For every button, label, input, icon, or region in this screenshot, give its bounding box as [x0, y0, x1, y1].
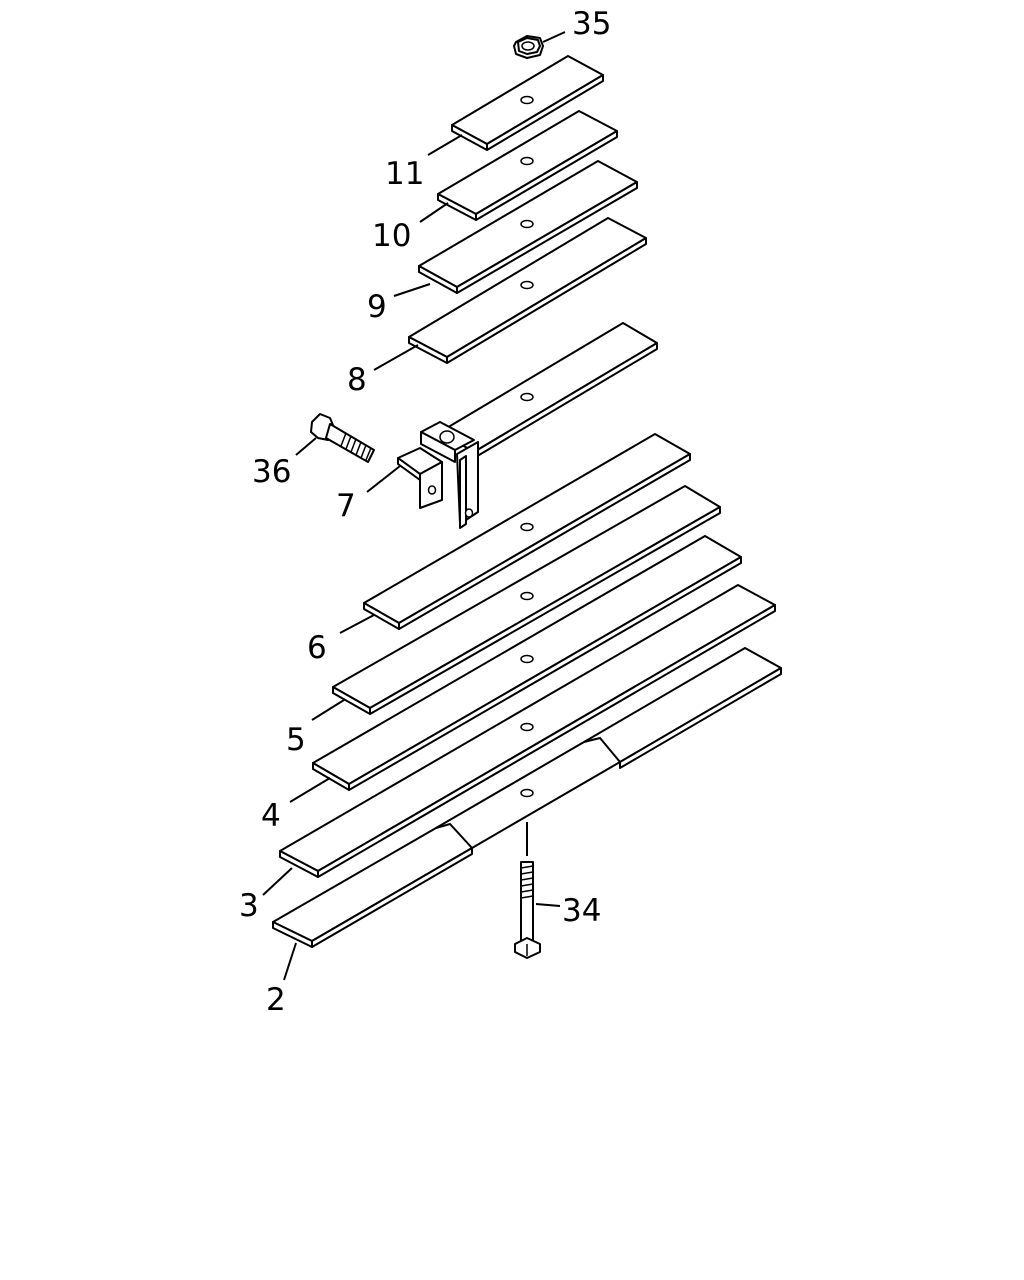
spring-leaf-6 — [363, 433, 691, 630]
hex-bolt-36 — [310, 413, 375, 463]
callout-3: 3 — [239, 888, 259, 924]
callout-2: 2 — [266, 982, 286, 1018]
callout-35: 35 — [572, 6, 611, 42]
callout-36: 36 — [252, 454, 291, 490]
callout-6: 6 — [307, 630, 327, 666]
callout-8: 8 — [347, 362, 367, 398]
leader-lines — [262, 31, 566, 981]
spring-leaf-8 — [408, 217, 647, 364]
callout-7: 7 — [336, 488, 356, 524]
callout-5: 5 — [286, 722, 306, 758]
callout-34: 34 — [562, 893, 601, 929]
callout-11: 11 — [385, 156, 424, 192]
spring-leaf-7-with-bracket — [397, 322, 658, 529]
spring-leaf-3 — [279, 584, 776, 878]
callout-4: 4 — [261, 798, 281, 834]
callout-9: 9 — [367, 289, 387, 325]
spring-leaf-9 — [418, 160, 638, 294]
spring-leaf-2 — [272, 647, 782, 948]
center-bolt-34 — [514, 822, 541, 959]
spring-leaf-10 — [437, 110, 618, 221]
spring-leaf-4 — [312, 535, 742, 791]
callout-10: 10 — [372, 218, 411, 254]
callout-labels: 35 11 10 9 8 36 7 6 5 4 34 3 2 — [239, 6, 611, 1018]
spring-leaf-5 — [332, 485, 721, 715]
hex-nut-35 — [513, 35, 544, 59]
spring-leaf-11 — [451, 55, 604, 151]
